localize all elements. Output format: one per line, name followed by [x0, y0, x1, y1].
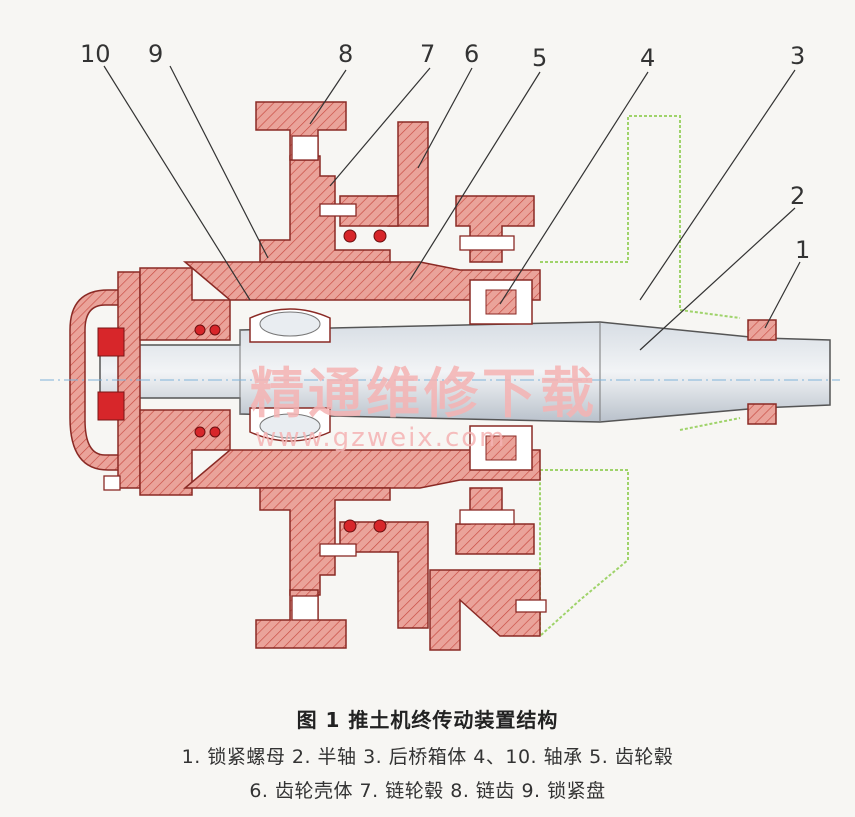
bearing — [469, 279, 533, 471]
figure-legend-line-1: 1. 锁紧螺母 2. 半轴 3. 后桥箱体 4、10. 轴承 5. 齿轮毂 — [181, 746, 674, 768]
bolt — [103, 135, 547, 621]
callout-1: 1 — [795, 236, 810, 264]
hub-body — [139, 261, 541, 496]
watermark-url: www.gzweix.com — [255, 423, 507, 453]
callout-2: 2 — [790, 182, 805, 210]
callout-9: 9 — [148, 40, 163, 68]
oil-seal — [194, 229, 387, 533]
watermark-text: 精通维修下载 — [250, 362, 598, 425]
callout-labels: 10 9 8 7 6 5 4 3 2 1 — [80, 40, 810, 264]
callout-8: 8 — [338, 40, 353, 68]
lock-nut — [747, 319, 777, 425]
callout-10: 10 — [80, 40, 111, 68]
half-shaft — [99, 321, 831, 423]
callout-7: 7 — [420, 40, 435, 68]
callout-5: 5 — [532, 44, 547, 72]
callout-4: 4 — [640, 44, 655, 72]
housing-bracket — [429, 569, 541, 651]
final-drive-diagram: 10 9 8 7 6 5 4 3 2 1 精通维修下载 www.gzweix.c… — [40, 40, 840, 651]
leader-lines — [103, 65, 801, 351]
bearing-left — [249, 308, 331, 442]
callout-6: 6 — [464, 40, 479, 68]
callout-3: 3 — [790, 42, 805, 70]
figure-caption-title: 图 1 推土机终传动装置结构 — [296, 708, 559, 732]
figure-legend-line-2: 6. 齿轮壳体 7. 链轮毂 8. 链齿 9. 锁紧盘 — [249, 780, 606, 802]
